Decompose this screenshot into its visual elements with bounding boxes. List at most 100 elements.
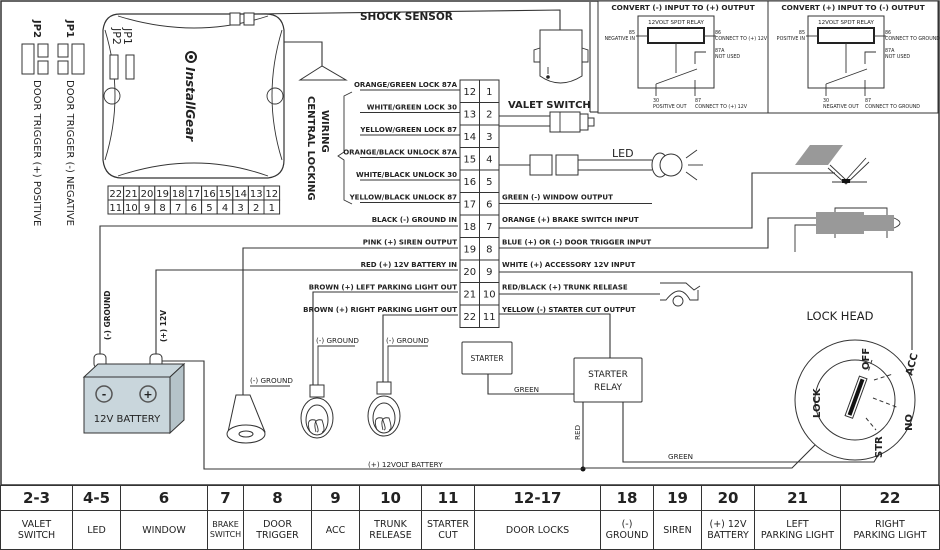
plus-terminal-icon <box>139 385 157 403</box>
module-port <box>243 12 255 26</box>
connector-pin-number: 19 <box>463 245 476 256</box>
left-parking-light: (-) GROUND <box>300 291 458 439</box>
relay-pin-30: 30 <box>653 98 659 104</box>
relay-pin-87-desc: CONNECT TO (+) 12V <box>695 104 748 110</box>
battery: (-) GROUND (+) 12V - + 12V BATTERY (+) 1… <box>82 225 583 470</box>
connector-pin-number: 13 <box>463 110 476 121</box>
module-pin-cell <box>263 199 281 215</box>
led-label: LED <box>612 147 634 160</box>
ignition-lock-head: LOCK HEAD LOCK OFF ACC ON STR <box>583 309 921 469</box>
relay-pin-87: 87 <box>695 98 701 104</box>
wire-label-right: GREEN (-) WINDOW OUTPUT <box>502 194 613 202</box>
relay-pin-30: 30 <box>823 98 829 104</box>
legend-function-line: STARTER <box>427 519 469 530</box>
relay-name: 12VOLT SPDT RELAY <box>818 20 874 26</box>
relay-pin-86-desc: CONNECT TO (+) 12V <box>715 36 768 42</box>
module-pin-number: 2 <box>253 203 259 214</box>
jp2-pin <box>37 43 49 58</box>
relay-pin-87a-desc: NOT USED <box>715 54 740 60</box>
legend-pin-function: DOOR LOCKS <box>474 510 601 550</box>
wire-label-right: ORANGE (+) BRAKE SWITCH INPUT <box>502 216 639 224</box>
legend-pin-function: WINDOW <box>120 510 208 550</box>
green-wire-label: GREEN <box>514 385 539 394</box>
legend-pin-number: 9 <box>311 485 360 511</box>
connector-pin-number: 15 <box>463 155 476 166</box>
starter-circuit: STARTER GREEN STARTER RELAY RED GREEN <box>461 313 881 472</box>
wire-label-left: ORANGE/GREEN LOCK 87A <box>354 81 458 89</box>
connector-pin-number: 6 <box>486 200 492 211</box>
jp2-label: JP2 <box>31 19 42 38</box>
legend-function-line: VALET <box>21 519 52 530</box>
connector-pin-number: 21 <box>463 290 476 301</box>
wire-label-right: BLUE (+) OR (-) DOOR TRIGGER INPUT <box>502 239 651 247</box>
starter-relay-label: STARTER <box>588 370 628 380</box>
module-pin-number: 4 <box>222 203 228 214</box>
legend-pin-number: 21 <box>754 485 841 511</box>
jp1-pin <box>57 43 69 58</box>
connector-pin-number: 20 <box>463 267 476 278</box>
module-pin-number: 8 <box>159 203 165 214</box>
legend-function-line: PARKING LIGHT <box>853 530 927 541</box>
legend-function-line: SIREN <box>663 524 692 536</box>
legend-pin-number: 10 <box>359 485 422 511</box>
plus-sign: + <box>143 388 152 401</box>
relay-pin-87a: 87A <box>715 48 725 54</box>
connector-pin-number: 3 <box>486 132 492 143</box>
module-pin-number: 22 <box>109 189 122 200</box>
module-pin-number: 7 <box>175 203 181 214</box>
starter-relay-box <box>573 357 643 403</box>
legend-pin-number: 19 <box>653 485 702 511</box>
relay-pin-85: 85 <box>799 30 805 36</box>
module-jp1-label: JP1 <box>121 27 134 45</box>
siren: (-) GROUND <box>226 247 458 444</box>
relay-title: CONVERT (-) INPUT TO (+) OUTPUT <box>611 3 754 12</box>
legend-function-line: WINDOW <box>142 524 186 536</box>
wire-label-left: PINK (+) SIREN OUTPUT <box>363 239 457 247</box>
wire-label-left: RED (+) 12V BATTERY IN <box>361 261 458 269</box>
legend-pin-number: 2-3 <box>0 485 73 511</box>
battery-positive-label: (+) 12V <box>159 310 168 342</box>
relay-pin-30-desc: NEGATIVE OUT <box>823 104 859 110</box>
alarm-module: JP1 JP2 InstallGear <box>102 12 285 179</box>
minus-terminal-icon <box>95 385 113 403</box>
relay-pin-87a-desc: NOT USED <box>885 54 910 60</box>
connector-pin-number: 10 <box>483 290 496 301</box>
module-pin-number: 14 <box>234 189 247 200</box>
valet-switch: VALET SWITCH <box>499 100 595 133</box>
connector-pin-number: 2 <box>486 110 492 121</box>
legend-pin-number: 22 <box>840 485 940 511</box>
relay-pin-30-desc: POSITIVE OUT <box>653 104 687 110</box>
lock-position-off: OFF <box>861 348 872 370</box>
connector-pin-number: 8 <box>486 245 492 256</box>
module-pin-number: 3 <box>237 203 243 214</box>
connector-pin-number: 18 <box>463 222 476 233</box>
connector-pin-cell <box>479 304 500 328</box>
wire-label-left: BROWN (+) LEFT PARKING LIGHT OUT <box>309 284 458 292</box>
starter-box <box>461 341 513 375</box>
connector-pin-number: 22 <box>463 312 476 323</box>
legend-pin-number: 6 <box>120 485 208 511</box>
door-trigger-switch <box>499 207 901 252</box>
connector-pin-number: 11 <box>483 312 496 323</box>
legend-function-line: BATTERY <box>707 530 749 541</box>
wire-label-left: BLACK (-) GROUND IN <box>372 216 457 224</box>
wire-label-left: BROWN (+) RIGHT PARKING LIGHT OUT <box>303 306 457 314</box>
legend-pin-number: 4-5 <box>72 485 121 511</box>
module-pin-number: 6 <box>191 203 197 214</box>
module-jp2-label: JP2 <box>110 27 123 45</box>
relay-pin-86: 86 <box>715 30 721 36</box>
relay-name: 12VOLT SPDT RELAY <box>648 20 704 26</box>
legend-function-line: (+) 12V <box>709 519 747 530</box>
relay-box-1: CONVERT (-) INPUT TO (+) OUTPUT 12VOLT SP… <box>597 0 769 114</box>
battery-ground-label: (-) GROUND <box>103 291 112 340</box>
jp2-pin <box>37 60 49 75</box>
jp1-description: DOOR TRIGGER (-) NEGATIVE <box>64 80 75 226</box>
legend-pin-number: 18 <box>600 485 654 511</box>
brand-logo: InstallGear <box>183 67 197 142</box>
legend-function-line: LED <box>87 524 106 536</box>
